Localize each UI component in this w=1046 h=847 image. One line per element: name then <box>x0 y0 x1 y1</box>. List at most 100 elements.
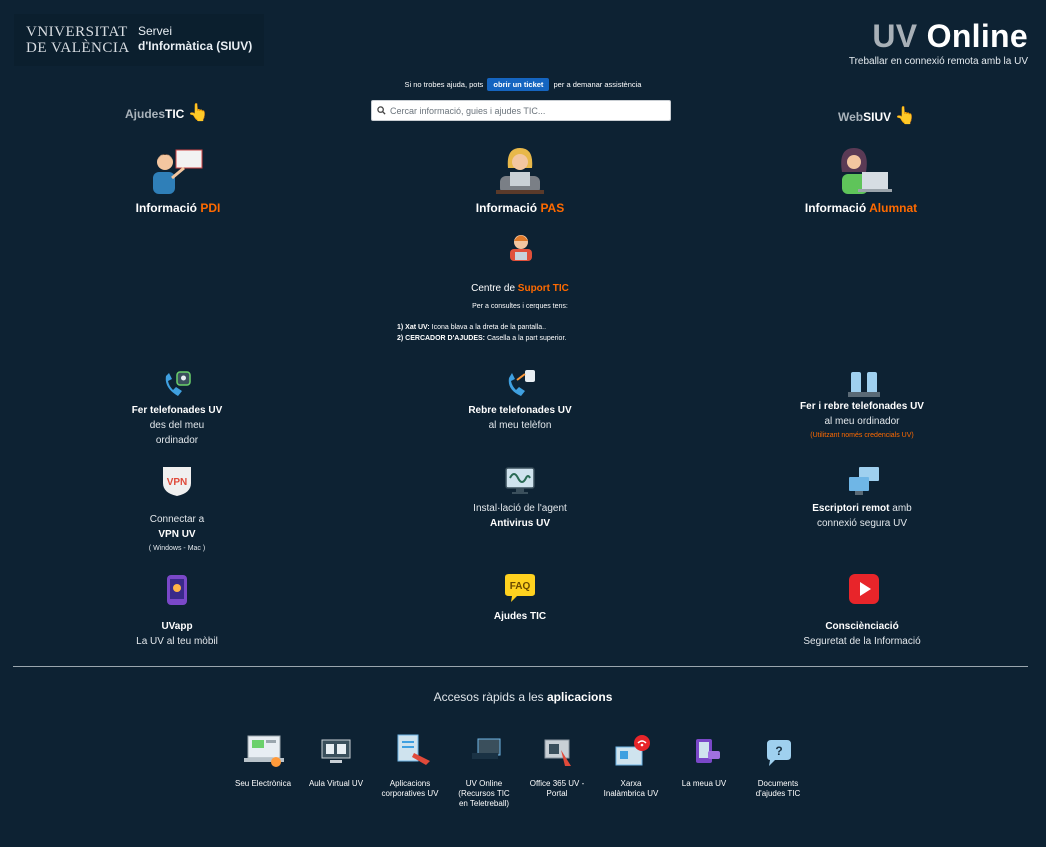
app-label-aplicacions-corporatives[interactable]: Aplicacions corporatives UV <box>381 779 439 798</box>
page-title-uv: UV <box>872 18 918 54</box>
support-center-link[interactable]: Centre de Suport TIC <box>420 283 620 294</box>
info-alumnat-link[interactable]: Informació Alumnat <box>781 201 941 215</box>
help-prefix: Si no trobes ajuda, pots <box>404 80 484 89</box>
escriptori-line2: connexió segura UV <box>816 518 908 529</box>
fer-i-rebre-link[interactable]: Fer i rebre telefonades UV al meu ordina… <box>772 399 952 439</box>
app-label-office365[interactable]: Office 365 UV - Portal <box>529 779 585 798</box>
antivirus-title: Antivirus UV <box>489 518 550 529</box>
staff-icon[interactable] <box>494 146 546 196</box>
help-line: Si no trobes ajuda, pots obrir un ticket… <box>0 78 1046 91</box>
page-title: UV Online <box>872 18 1028 55</box>
vpn-note: ( Windows - Mac ) <box>148 545 206 552</box>
web-siuv-link[interactable]: WebSIUV 👆 <box>838 106 916 126</box>
conscienciacio-link[interactable]: Consciènciació Seguretat de la Informaci… <box>772 619 952 649</box>
uvapp-line1: La UV al teu mòbil <box>136 636 218 647</box>
support-intro: Per a consultes i cerques tens: <box>472 303 568 310</box>
la-meua-uv-icon[interactable] <box>692 737 722 765</box>
support-line2: 2) CERCADOR D'AJUDES: Casella a la part … <box>397 333 566 344</box>
faq-bubble-icon[interactable]: FAQ <box>503 573 537 603</box>
pointing-hand-icon: 👆 <box>894 106 916 125</box>
info-alumnat-prefix: Informació <box>804 201 870 215</box>
ajudes-link-part1: Ajudes <box>125 107 166 121</box>
section-divider <box>13 666 1028 667</box>
app-label-seu-electronica[interactable]: Seu Electrònica <box>234 779 292 788</box>
app-label-la-meua-uv[interactable]: La meua UV <box>681 779 727 788</box>
vpn-link[interactable]: Connectar a VPN UV ( Windows - Mac ) <box>97 512 257 552</box>
conscienciacio-line1: Seguretat de la Informació <box>803 636 921 647</box>
rebre-telefonades-title: Rebre telefonades UV <box>468 405 572 416</box>
seu-electronica-icon[interactable] <box>242 734 286 768</box>
ajudes-tic-service-link[interactable]: Ajudes TIC <box>440 609 600 624</box>
ajudes-tic-service-title: Ajudes TIC <box>493 611 547 622</box>
uvapp-link[interactable]: UVapp La UV al teu mòbil <box>97 619 257 649</box>
antivirus-link[interactable]: Instal·lació de l'agent Antivirus UV <box>440 501 600 531</box>
siuv-logo-line1: Servei <box>138 24 173 38</box>
support-line1-text: Icona blava a la dreta de la pantalla.. <box>429 324 547 331</box>
apps-section-title: Accesos ràpids a les aplicacions <box>0 690 1046 704</box>
info-pdi-prefix: Informació <box>135 201 201 215</box>
info-pas-accent: PAS <box>540 201 565 215</box>
phone-forward-icon[interactable] <box>505 368 537 398</box>
search-input[interactable]: Cercar informació, guies i ajudes TIC... <box>371 100 671 121</box>
fer-i-rebre-title: Fer i rebre telefonades UV <box>800 401 924 412</box>
info-pdi-link[interactable]: Informació PDI <box>98 201 258 215</box>
web-link-part1: Web <box>838 110 864 124</box>
info-pdi-accent: PDI <box>200 201 221 215</box>
fer-i-rebre-line1: al meu ordinador <box>824 416 900 427</box>
vpn-shield-icon[interactable]: VPN <box>161 465 193 497</box>
wifi-icon[interactable] <box>614 733 652 769</box>
info-pas-link[interactable]: Informació PAS <box>440 201 600 215</box>
uvapp-title: UVapp <box>161 621 193 632</box>
support-line2-text: Casella a la part superior. <box>485 335 567 342</box>
search-placeholder: Cercar informació, guies i ajudes TIC... <box>390 105 546 116</box>
phones-sync-icon[interactable] <box>848 368 880 398</box>
aplicacions-corporatives-icon[interactable] <box>396 733 432 767</box>
remote-desktop-icon[interactable] <box>847 465 881 497</box>
support-line1-bold: 1) Xat UV: <box>397 324 430 331</box>
faq-icon-text: FAQ <box>510 581 531 592</box>
open-ticket-button[interactable]: obrir un ticket <box>487 78 550 91</box>
aula-virtual-icon[interactable] <box>320 738 352 766</box>
support-line1: 1) Xat UV: Icona blava a la dreta de la … <box>397 322 566 333</box>
page-title-online: Online <box>926 18 1028 54</box>
help-suffix: per a demanar assistència <box>553 80 642 89</box>
support-agent-icon[interactable] <box>506 232 536 264</box>
apps-title-bold: aplicacions <box>547 690 613 704</box>
teacher-icon[interactable] <box>150 148 204 194</box>
documents-ajudes-icon[interactable]: ? <box>763 738 795 768</box>
office365-icon[interactable] <box>541 738 573 768</box>
escriptori-title: Escriptori remot <box>812 503 890 514</box>
video-play-icon[interactable] <box>848 573 880 605</box>
antivirus-icon[interactable] <box>504 466 536 496</box>
uv-logo[interactable]: VNIVERSITAT DE VALÈNCIA <box>26 24 130 56</box>
app-label-uv-online[interactable]: UV Online (Recursos TIC en Teletreball) <box>458 779 510 808</box>
web-link-part2: SIUV <box>863 110 892 124</box>
student-icon[interactable] <box>836 146 892 196</box>
support-accent: Suport TIC <box>517 283 569 294</box>
search-icon <box>377 106 386 115</box>
ajudes-tic-link[interactable]: AjudesTIC 👆 <box>125 103 209 123</box>
vpn-icon-text: VPN <box>167 477 188 488</box>
fer-telefonades-line1: des del meu <box>149 420 205 431</box>
uv-logo-line2: DE VALÈNCIA <box>26 40 130 56</box>
pointing-hand-icon: 👆 <box>187 103 209 122</box>
fer-telefonades-line2: ordinador <box>155 435 199 446</box>
rebre-telefonades-line1: al meu telèfon <box>488 420 552 431</box>
support-prefix: Centre de <box>471 283 518 294</box>
uv-logo-line1: VNIVERSITAT <box>26 24 128 40</box>
app-label-aula-virtual[interactable]: Aula Virtual UV <box>308 779 364 788</box>
ajudes-link-part2: TIC <box>165 107 185 121</box>
support-instructions: 1) Xat UV: Icona blava a la dreta de la … <box>397 322 566 344</box>
softphone-icon[interactable] <box>162 370 192 398</box>
app-label-documents-ajudes[interactable]: Documents d'ajudes TIC <box>755 779 801 798</box>
fer-telefonades-link[interactable]: Fer telefonades UV des del meu ordinador <box>97 403 257 448</box>
info-pas-prefix: Informació <box>475 201 541 215</box>
rebre-telefonades-link[interactable]: Rebre telefonades UV al meu telèfon <box>440 403 600 433</box>
app-label-xarxa-inalambrica[interactable]: Xarxa Inalàmbrica UV <box>603 779 659 798</box>
fer-i-rebre-note: (Utilitzant només credencials UV) <box>810 432 914 439</box>
uv-online-icon[interactable] <box>470 737 502 765</box>
escriptori-remot-link[interactable]: Escriptori remot amb connexió segura UV <box>772 501 952 531</box>
siuv-logo[interactable]: Servei d'Informàtica (SIUV) <box>138 24 252 54</box>
conscienciacio-title: Consciènciació <box>825 621 899 632</box>
mobile-app-icon[interactable] <box>166 574 188 606</box>
